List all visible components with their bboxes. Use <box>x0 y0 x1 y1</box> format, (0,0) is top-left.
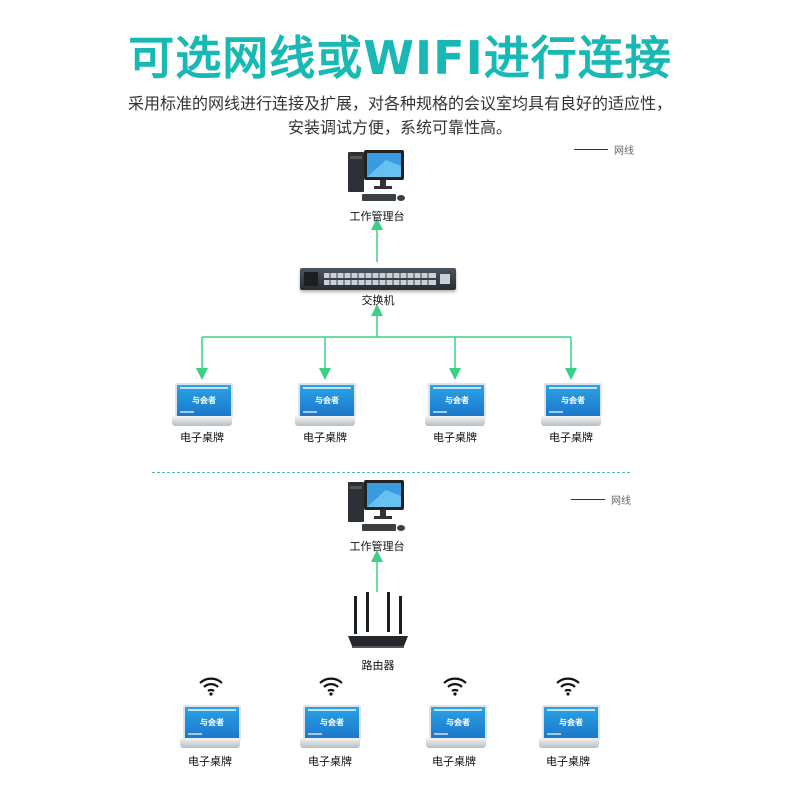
legend-cable-2: 网线 <box>571 492 631 507</box>
computer-workstation-icon <box>348 480 405 531</box>
nameplate-footer-bar <box>549 411 563 413</box>
nameplate-base <box>539 738 599 748</box>
nameplate-screen: 与会者 <box>303 705 361 740</box>
switch-label: 交换机 <box>361 294 395 307</box>
nameplate-label: 电子桌牌 <box>308 755 352 768</box>
nameplate-label: 电子桌牌 <box>433 431 477 444</box>
console-label: 工作管理台 <box>349 540 405 553</box>
router-label: 路由器 <box>361 659 395 672</box>
nameplate-screen: 与会者 <box>428 383 486 418</box>
switch-ports <box>304 272 450 286</box>
nameplate-footer-bar <box>308 733 322 735</box>
nameplate-label: 电子桌牌 <box>180 431 224 444</box>
nameplate-label: 电子桌牌 <box>549 431 593 444</box>
electronic-nameplate-icon: 与会者 <box>170 380 234 428</box>
nameplate-screen-text: 与会者 <box>315 396 339 405</box>
nameplate-header-bar <box>308 709 356 711</box>
nameplate-header-bar <box>433 387 481 389</box>
nameplate-footer-bar <box>547 733 561 735</box>
electronic-nameplate-icon: 与会者 <box>423 380 487 428</box>
nameplate-base <box>172 416 232 426</box>
electronic-nameplate-icon: 与会者 <box>424 702 488 750</box>
legend-label: 网线 <box>611 496 631 507</box>
legend-line <box>574 149 608 150</box>
nameplate-screen: 与会者 <box>429 705 487 740</box>
nameplate-header-bar <box>434 709 482 711</box>
nameplate-screen: 与会者 <box>544 383 602 418</box>
wifi-signal-icon <box>319 677 343 696</box>
nameplate-base <box>300 738 360 748</box>
nameplate-screen: 与会者 <box>542 705 600 740</box>
computer-workstation-icon <box>348 150 405 201</box>
legend-cable: 网线 <box>574 142 634 157</box>
nameplate-footer-bar <box>434 733 448 735</box>
electronic-nameplate-icon: 与会者 <box>537 702 601 750</box>
nameplate-base <box>180 738 240 748</box>
nameplate-footer-bar <box>180 411 194 413</box>
nameplate-footer-bar <box>433 411 447 413</box>
nameplate-footer-bar <box>303 411 317 413</box>
subtitle-line-2: 安装调试方便，系统可靠性高。 <box>287 118 512 137</box>
nameplate-screen-text: 与会者 <box>200 718 224 727</box>
legend-line <box>571 499 605 500</box>
nameplate-screen-text: 与会者 <box>561 396 585 405</box>
nameplate-screen-text: 与会者 <box>559 718 583 727</box>
nameplate-screen: 与会者 <box>183 705 241 740</box>
console-label: 工作管理台 <box>349 210 405 223</box>
subtitle-line-1: 采用标准的网线进行连接及扩展，对各种规格的会议室均具有良好的适应性， <box>127 94 672 113</box>
nameplate-screen-text: 与会者 <box>446 718 470 727</box>
nameplate-base <box>541 416 601 426</box>
nameplate-header-bar <box>549 387 597 389</box>
wifi-router-icon <box>348 592 408 648</box>
network-switch-icon <box>300 268 456 290</box>
wifi-signal-icon <box>556 677 580 696</box>
nameplate-header-bar <box>547 709 595 711</box>
nameplate-header-bar <box>180 387 228 389</box>
nameplate-screen: 与会者 <box>298 383 356 418</box>
nameplate-screen-text: 与会者 <box>192 396 216 405</box>
wifi-signal-icon <box>443 677 467 696</box>
nameplate-label: 电子桌牌 <box>432 755 476 768</box>
nameplate-footer-bar <box>188 733 202 735</box>
nameplate-screen-text: 与会者 <box>445 396 469 405</box>
electronic-nameplate-icon: 与会者 <box>539 380 603 428</box>
nameplate-base <box>426 738 486 748</box>
nameplate-base <box>295 416 355 426</box>
page-title: 可选网线或WIFI进行连接 <box>128 31 672 85</box>
nameplate-screen: 与会者 <box>175 383 233 418</box>
nameplate-header-bar <box>303 387 351 389</box>
nameplate-label: 电子桌牌 <box>188 755 232 768</box>
nameplate-header-bar <box>188 709 236 711</box>
legend-label: 网线 <box>614 146 634 157</box>
page-subtitle: 采用标准的网线进行连接及扩展，对各种规格的会议室均具有良好的适应性， 安装调试方… <box>60 92 740 140</box>
nameplate-screen-text: 与会者 <box>320 718 344 727</box>
nameplate-label: 电子桌牌 <box>546 755 590 768</box>
nameplate-label: 电子桌牌 <box>303 431 347 444</box>
wifi-signal-icon <box>199 677 223 696</box>
electronic-nameplate-icon: 与会者 <box>298 702 362 750</box>
section-divider <box>152 472 630 473</box>
electronic-nameplate-icon: 与会者 <box>293 380 357 428</box>
nameplate-base <box>425 416 485 426</box>
electronic-nameplate-icon: 与会者 <box>178 702 242 750</box>
